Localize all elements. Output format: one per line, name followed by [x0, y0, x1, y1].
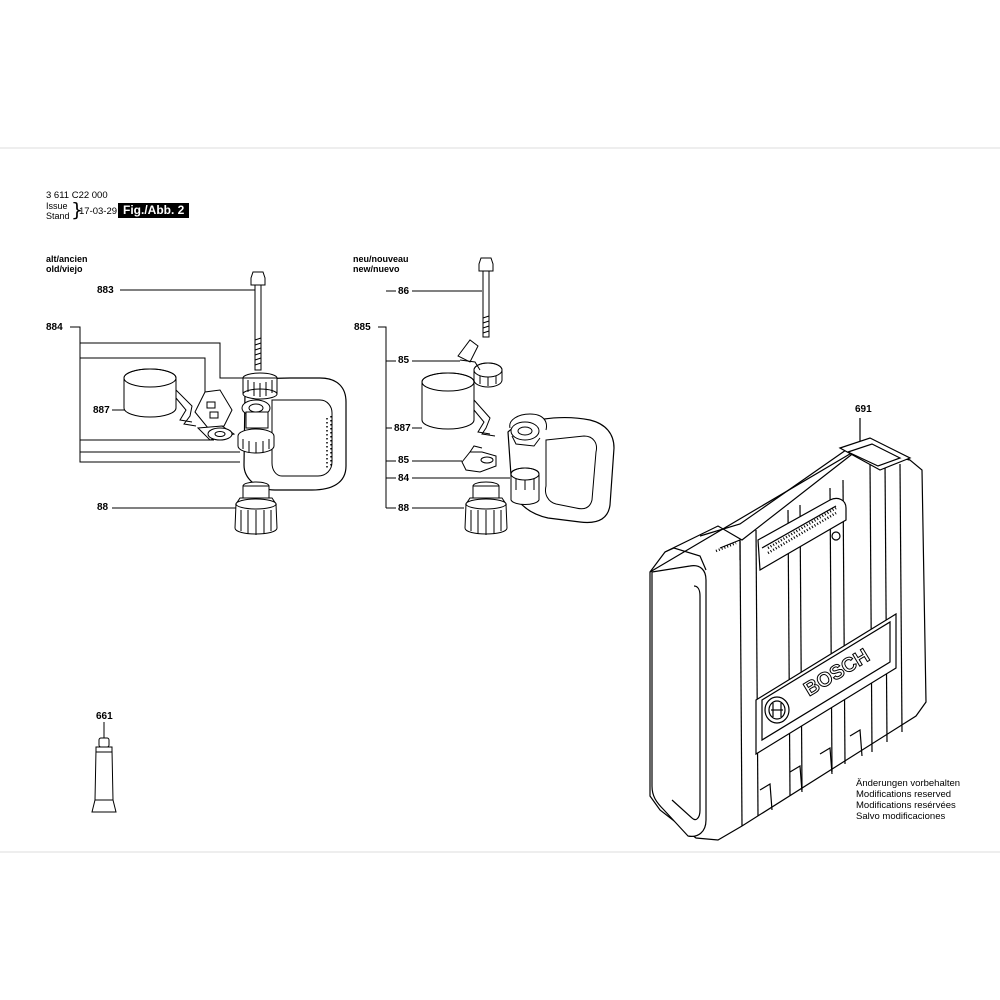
new-label-2: new/nuevo: [353, 264, 400, 274]
new-upper-clip: [457, 339, 503, 388]
notice-de: Änderungen vorbehalten: [856, 778, 961, 789]
old-knob: [234, 481, 278, 535]
new-lower-collar: [510, 467, 540, 505]
brace-glyph: }: [71, 199, 84, 221]
new-leader-lines: [378, 290, 510, 509]
issue-date: 17-03-29: [79, 206, 118, 217]
grease-tube: [91, 722, 117, 813]
old-side-clip: [194, 389, 236, 441]
part-85-upper: 85: [398, 355, 410, 366]
notice-en: Modifications reserved: [856, 789, 952, 800]
new-lower-clip: [461, 445, 497, 473]
carrying-case: [649, 418, 927, 841]
part-88-new: 88: [398, 503, 410, 514]
new-knob: [464, 481, 508, 535]
new-band: [421, 372, 496, 437]
part-884: 884: [46, 322, 63, 333]
modifications-notice: Änderungen vorbehalten Modifications res…: [856, 778, 960, 822]
part-887-new: 887: [394, 423, 411, 434]
old-bolt: [250, 271, 266, 371]
old-label-2: old/viejo: [46, 264, 83, 274]
part-887-old: 887: [93, 405, 110, 416]
part-883: 883: [97, 285, 114, 296]
part-85-lower: 85: [398, 455, 410, 466]
notice-es: Salvo modificaciones: [856, 811, 946, 822]
part-86: 86: [398, 286, 410, 297]
part-661: 661: [96, 711, 113, 722]
issue-labels: Issue Stand: [46, 201, 70, 221]
issue-label: Issue: [46, 201, 68, 211]
stand-label: Stand: [46, 211, 70, 221]
part-691: 691: [855, 404, 872, 415]
figure-label: Fig./Abb. 2: [118, 203, 190, 218]
part-88-old: 88: [97, 502, 109, 513]
new-label-1: neu/nouveau: [353, 254, 409, 264]
old-band: [123, 368, 197, 427]
old-label-1: alt/ancien: [46, 254, 88, 264]
old-leader-lines: [70, 289, 258, 509]
part-84: 84: [398, 473, 410, 484]
old-clamp-assembly: [237, 399, 275, 454]
part-885: 885: [354, 322, 371, 333]
doc-number: 3 611 C22 000: [46, 190, 108, 201]
notice-fr: Modifications resérvées: [856, 800, 956, 811]
old-upper-collar: [242, 372, 278, 400]
new-bolt: [478, 257, 494, 338]
